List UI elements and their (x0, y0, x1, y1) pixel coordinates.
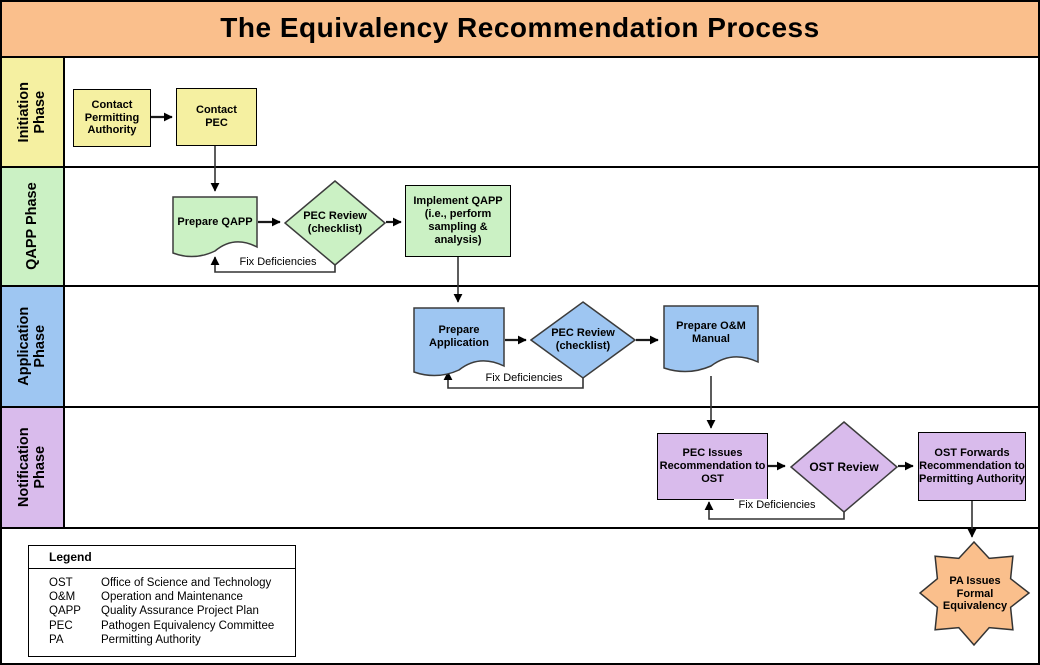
lane-initiation: Initiation Phase (0, 58, 1040, 168)
node-pec-issues-recommendation-label: PEC Issues Recommendation to OST (659, 447, 766, 485)
node-prepare-om-manual-document: Prepare O&M Manual (663, 305, 759, 377)
fix-deficiencies-label-qapp: Fix Deficiencies (235, 256, 321, 269)
node-contact-pec: Contact PEC (176, 88, 257, 146)
node-ost-review-decision: OST Review (790, 421, 898, 513)
legend-meaning: Quality Assurance Project Plan (101, 605, 259, 618)
node-implement-qapp-label: Implement QAPP (i.e., perform sampling &… (413, 195, 503, 246)
legend-abbr: PA (49, 633, 64, 646)
legend-row-ost: OST Office of Science and Technology (49, 576, 287, 590)
lane-label-qapp: QAPP Phase (0, 168, 65, 285)
node-prepare-application-document: Prepare Application (413, 307, 505, 381)
legend-meaning: Office of Science and Technology (101, 577, 272, 589)
lane-label-notification: Notification Phase (0, 408, 65, 527)
node-pec-review-qapp-label: PEC Review (checklist) (303, 210, 367, 235)
node-prepare-qapp-label: Prepare QAPP (177, 215, 253, 228)
lane-notification: Notification Phase (0, 408, 1040, 529)
lane-application: Application Phase (0, 287, 1040, 408)
star-seal-icon (919, 541, 1031, 647)
node-prepare-om-manual-label: Prepare O&M Manual (676, 320, 746, 345)
document-shape (413, 307, 505, 377)
legend-meaning: Permitting Authority (101, 633, 201, 646)
legend-meaning: Operation and Maintenance (101, 591, 243, 604)
lane-label-application-text: Application Phase (15, 307, 48, 386)
legend-box: Legend OST Office of Science and Technol… (28, 545, 296, 657)
node-pec-issues-recommendation: PEC Issues Recommendation to OST (657, 433, 768, 500)
node-implement-qapp: Implement QAPP (i.e., perform sampling &… (405, 185, 511, 257)
lane-label-initiation-text: Initiation Phase (15, 81, 48, 143)
lane-label-application: Application Phase (0, 287, 65, 406)
lane-label-qapp-text: QAPP Phase (23, 182, 40, 271)
node-pec-review-application-label: PEC Review (checklist) (551, 327, 615, 352)
legend-row-pa: PA Permitting Authority (49, 633, 287, 647)
legend-row-om: O&M Operation and Maintenance (49, 590, 287, 604)
legend-title: Legend (29, 546, 295, 569)
node-pec-review-application-decision: PEC Review (checklist) (530, 301, 636, 379)
legend-abbr: O&M (49, 591, 76, 604)
document-shape (172, 196, 258, 258)
lane-qapp: QAPP Phase (0, 168, 1040, 287)
fix-deficiencies-label-application: Fix Deficiencies (481, 372, 567, 385)
page-title: The Equivalency Recommendation Process (220, 12, 820, 43)
node-pa-issues-formal-equivalency: PA Issues Formal Equivalency (919, 541, 1031, 647)
document-shape (663, 305, 759, 373)
node-contact-permitting-authority: Contact Permitting Authority (73, 89, 151, 147)
node-pec-review-qapp-decision: PEC Review (checklist) (284, 180, 386, 266)
node-pa-issues-formal-equivalency-label: PA Issues Formal Equivalency (942, 574, 1008, 613)
legend-abbr: PEC (49, 619, 73, 632)
legend-row-qapp: QAPP Quality Assurance Project Plan (49, 604, 287, 618)
fix-deficiencies-label-notification: Fix Deficiencies (734, 499, 820, 512)
node-prepare-qapp-document: Prepare QAPP (172, 196, 258, 262)
title-bar: The Equivalency Recommendation Process (0, 0, 1040, 58)
legend-meaning: Pathogen Equivalency Committee (101, 619, 275, 632)
node-contact-pec-label: Contact PEC (196, 104, 237, 129)
legend-row-pec: PEC Pathogen Equivalency Committee (49, 619, 287, 633)
legend-abbr: OST (49, 577, 73, 589)
node-prepare-application-label: Prepare Application (429, 324, 489, 349)
node-ost-forwards-recommendation: OST Forwards Recommendation to Permittin… (918, 432, 1026, 501)
node-contact-permitting-authority-label: Contact Permitting Authority (84, 98, 140, 137)
legend-body: OST Office of Science and Technology O&M… (29, 569, 295, 647)
lane-label-initiation: Initiation Phase (0, 58, 65, 166)
lane-label-notification-text: Notification Phase (15, 427, 48, 508)
legend-abbr: QAPP (49, 605, 81, 618)
node-ost-forwards-recommendation-label: OST Forwards Recommendation to Permittin… (919, 447, 1025, 485)
node-ost-review-label: OST Review (809, 459, 879, 474)
